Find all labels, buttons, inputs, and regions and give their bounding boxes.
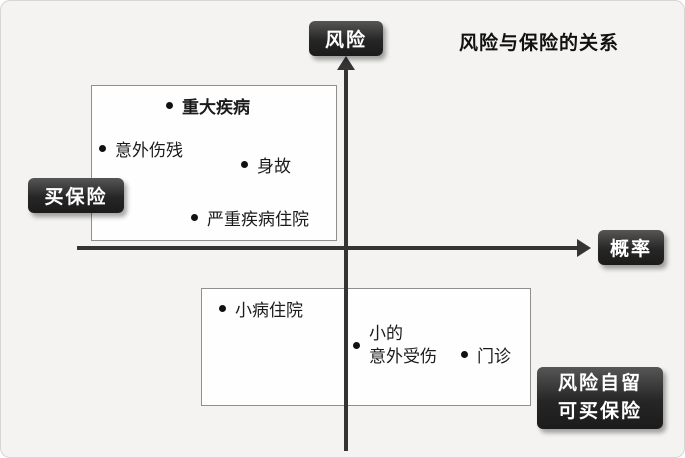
point-label: 门诊 [477,347,511,366]
risk-retention-line1: 风险自留 [557,373,642,395]
bullet-icon [99,145,106,152]
point-label: 小病住院 [235,301,303,320]
upper-left-quadrant-box [91,85,337,241]
point-label-line2: 意外受伤 [369,346,437,366]
bullet-icon [191,214,198,221]
point-label: 身故 [257,157,291,176]
x-axis-arrow-icon [577,239,591,257]
y-axis-arrow-icon [337,56,355,70]
bullet-icon [241,161,248,168]
buy-insurance-badge: 买保险 [28,178,124,213]
data-point-serious-illness-hospitalization: 严重疾病住院 [191,205,309,230]
point-label: 意外伤残 [115,141,183,160]
point-label: 小的 意外受伤 [369,323,437,369]
risk-retention-line2: 可买保险 [557,401,642,422]
point-label: 严重疾病住院 [207,210,309,229]
data-point-small-accidental-injury: 小的 意外受伤 [353,323,437,369]
x-axis-label-badge: 概率 [598,230,664,265]
data-point-death: 身故 [241,152,291,177]
x-axis-line [77,246,579,250]
data-point-outpatient: 门诊 [461,342,511,367]
data-point-major-illness: 重大疾病 [166,93,250,118]
diagram-title: 风险与保险的关系 [459,33,620,54]
bullet-icon [461,351,468,358]
data-point-minor-illness-hospitalization: 小病住院 [219,296,303,321]
lower-right-quadrant-box [201,288,531,406]
bullet-icon [353,342,360,350]
bullet-icon [219,305,226,312]
bullet-icon [166,102,173,109]
point-label: 重大疾病 [182,98,250,117]
point-label-line1: 小的 [369,324,403,343]
y-axis-line [344,67,348,451]
risk-retention-badge: 风险自留 可买保险 [537,367,663,429]
y-axis-label-badge: 风险 [309,21,383,56]
data-point-accidental-disability: 意外伤残 [99,136,183,161]
